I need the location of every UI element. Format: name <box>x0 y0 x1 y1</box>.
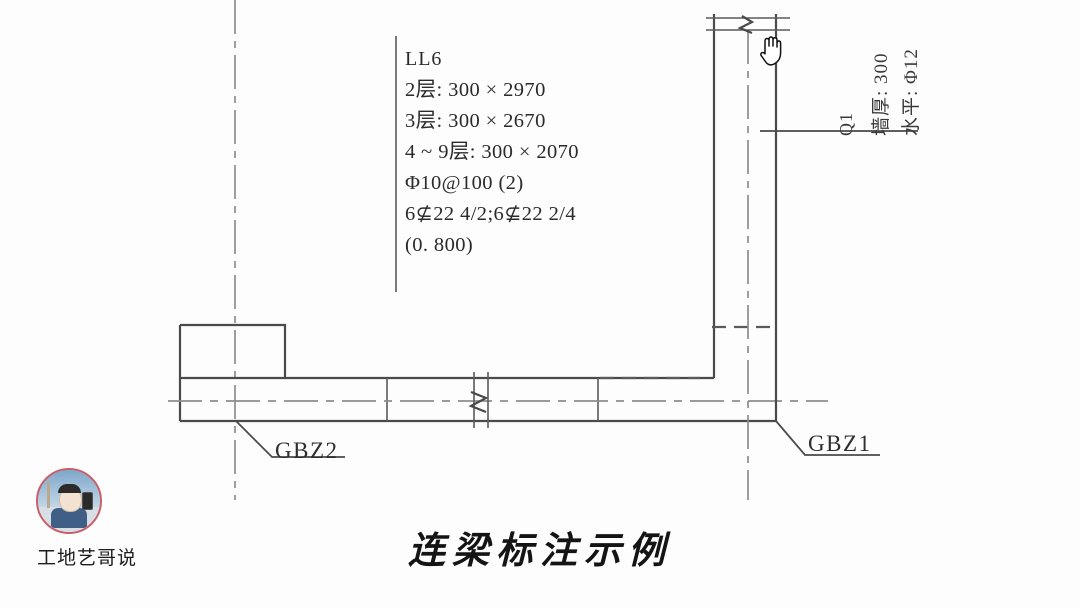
gbz2-leader <box>235 420 345 458</box>
spec-line-floor-2: 2层: 300 × 2970 <box>405 79 546 101</box>
figure-caption: 连梁标注示例 <box>408 528 672 572</box>
beam-body-outline <box>285 376 776 423</box>
wall-horizontal-rebar-label: 水平: Φ12 <box>901 48 922 136</box>
column-label-gbz2: GBZ2 <box>275 438 339 463</box>
channel-watermark: 工地艺哥说 <box>22 468 152 570</box>
spec-line-label: LL6 <box>405 48 443 70</box>
spec-line-elevation: (0. 800) <box>405 234 474 256</box>
beam-spec-annotation: LL6 2层: 300 × 2970 3层: 300 × 2670 4 ~ 9层… <box>405 44 695 261</box>
break-symbol-beam <box>468 372 489 428</box>
wall-id-label: Q1 <box>836 112 856 136</box>
wall-q1-outline <box>712 14 778 500</box>
spec-line-floor-3: 3层: 300 × 2670 <box>405 110 546 132</box>
wall-thickness-label: 墙厚: 300 <box>871 52 892 136</box>
channel-name-label: 工地艺哥说 <box>36 547 137 569</box>
spec-line-longitudinal: 6⊈22 4/2;6⊈22 2/4 <box>405 203 576 225</box>
person-avatar-icon <box>36 468 102 534</box>
column-gbz2-outline <box>178 323 287 423</box>
spec-line-stirrup: Φ10@100 (2) <box>405 172 524 194</box>
spec-line-floor-4-9: 4 ~ 9层: 300 × 2070 <box>405 141 579 163</box>
hand-grab-cursor-icon <box>760 36 782 66</box>
column-label-gbz1: GBZ1 <box>808 431 872 456</box>
break-symbol-wall <box>706 15 790 35</box>
gbz1-leader <box>775 420 880 456</box>
beam-division-lines <box>386 378 599 421</box>
